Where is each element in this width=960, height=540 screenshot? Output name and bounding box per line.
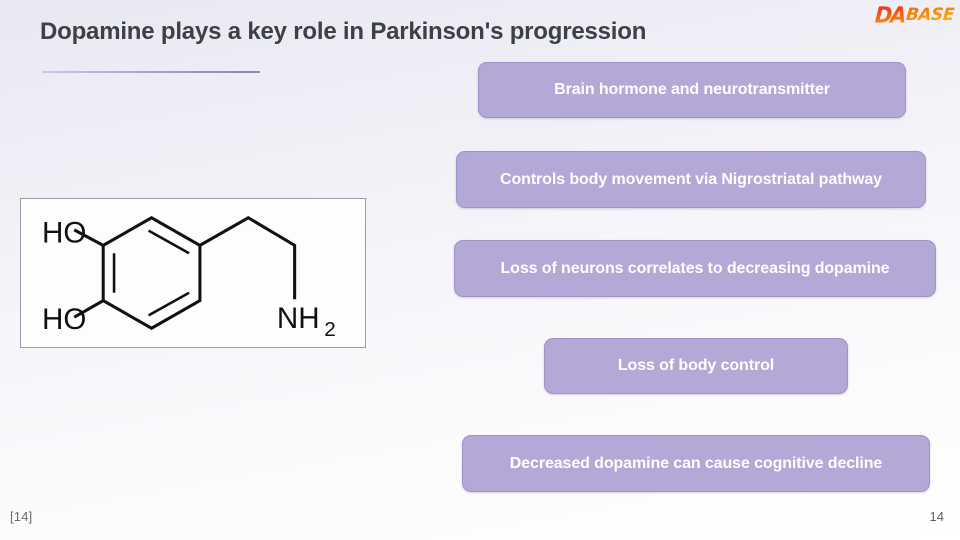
logo-text-da: DA bbox=[874, 2, 906, 28]
molecule-label-ho-bottom: HO bbox=[42, 303, 86, 336]
callout-box-2[interactable]: Controls body movement via Nigrostriatal… bbox=[456, 151, 926, 208]
molecule-label-ho-top: HO bbox=[42, 216, 86, 249]
dopamine-structure-panel: HO HO NH 2 bbox=[20, 198, 366, 348]
callout-box-5[interactable]: Decreased dopamine can cause cognitive d… bbox=[462, 435, 930, 492]
dopamine-structure-icon: HO HO NH 2 bbox=[42, 215, 336, 341]
logo-text-base: BASE bbox=[904, 5, 956, 25]
citation-reference: [14] bbox=[10, 509, 33, 524]
molecule-label-nh: NH bbox=[277, 302, 320, 335]
callout-box-1[interactable]: Brain hormone and neurotransmitter bbox=[478, 62, 906, 118]
dabase-logo: DA BASE bbox=[874, 2, 956, 28]
molecule-label-nh-subscript: 2 bbox=[324, 318, 336, 341]
title-divider bbox=[42, 71, 260, 73]
callout-box-4[interactable]: Loss of body control bbox=[544, 338, 848, 394]
callout-box-3[interactable]: Loss of neurons correlates to decreasing… bbox=[454, 240, 936, 297]
page-number: 14 bbox=[929, 509, 944, 524]
page-title: Dopamine plays a key role in Parkinson's… bbox=[40, 18, 647, 45]
